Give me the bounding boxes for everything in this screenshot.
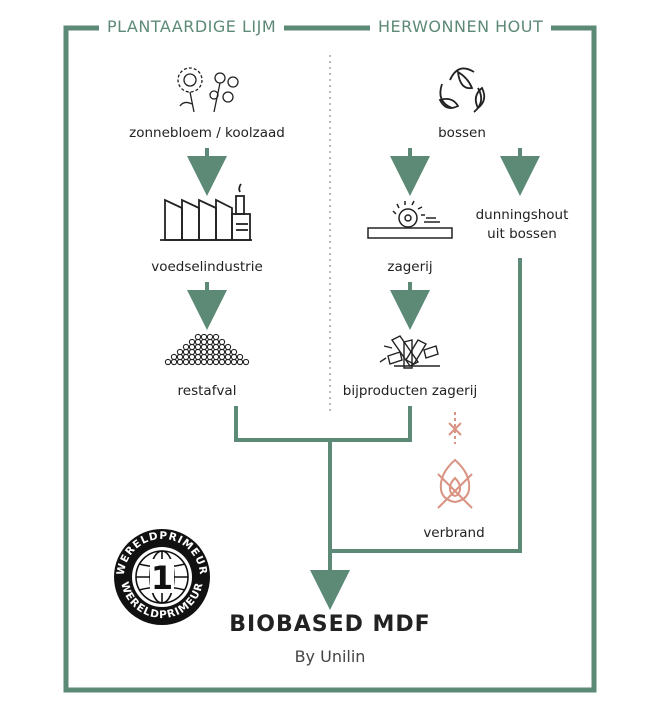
pile-pellet [200, 353, 208, 361]
pile-pellet [200, 338, 208, 346]
pile-pellet [194, 348, 202, 356]
pile-pellet [206, 353, 214, 361]
pile-pellet [200, 348, 208, 356]
label-forests: bossen [438, 125, 486, 141]
factory-icon [160, 183, 252, 241]
pile-pellet [242, 358, 250, 366]
pile-pellet [212, 343, 220, 351]
pile-pellet [194, 343, 202, 351]
pile-pellet [194, 358, 202, 366]
pile-pellet [170, 353, 178, 361]
pile-pellet [224, 353, 232, 361]
recycle-forest-icon [438, 67, 486, 113]
pile-pellet [188, 353, 196, 361]
pile-pellet [206, 333, 214, 341]
pile-pellet [170, 358, 178, 366]
pile-pellet [200, 333, 208, 341]
pile-pellet [206, 358, 214, 366]
pile-pellet [218, 343, 226, 351]
pile-pellet [194, 333, 202, 341]
pile-pellet [224, 358, 232, 366]
pile-pellet [188, 348, 196, 356]
label-sunflower: zonnebloem / koolzaad [129, 125, 285, 141]
pile-pellet [224, 343, 232, 351]
pile-pellet [236, 353, 244, 361]
pile-pellet [176, 348, 184, 356]
product-title: BIOBASED MDF [229, 612, 431, 637]
pile-pellet [230, 353, 238, 361]
badge-number: 1 [151, 559, 173, 597]
pile-pellet [236, 358, 244, 366]
pile-pellet [218, 353, 226, 361]
pile-pellet [212, 333, 220, 341]
pile-pellet [194, 338, 202, 346]
saw-icon [367, 200, 453, 239]
pile-pellet [212, 338, 220, 346]
pile-pellet [182, 353, 190, 361]
pile-pellet [182, 348, 190, 356]
pile-pellet [230, 348, 238, 356]
label-burn: verbrand [423, 525, 485, 541]
pile-pellet [218, 358, 226, 366]
pile-pellet [212, 358, 220, 366]
pile-pellet [212, 353, 220, 361]
pile-pellet [188, 358, 196, 366]
flow-connectors [187, 148, 540, 610]
pile-pellet [164, 358, 172, 366]
pile-pellet [182, 343, 190, 351]
product-subtitle: By Unilin [294, 647, 366, 666]
pile-pellet [218, 338, 226, 346]
pile-pellet [206, 343, 214, 351]
label-sawmill-byproducts: bijproducten zagerij [342, 383, 478, 399]
header-recycled-wood: HERWONNEN HOUT [370, 17, 552, 36]
label-residue: restafval [177, 383, 237, 399]
pile-pellet [200, 343, 208, 351]
world-premiere-badge: WERELDPRIMEUR WERELDPRIMEUR 1 [114, 529, 210, 625]
pile-pellet [176, 358, 184, 366]
header-plant-glue: PLANTAARDIGE LIJM [99, 17, 285, 36]
pile-pellet [212, 348, 220, 356]
sunflower-icon [177, 67, 239, 113]
pile-pellet [206, 338, 214, 346]
pile-pellet [230, 358, 238, 366]
pile-pellet [194, 353, 202, 361]
outer-frame [63, 25, 597, 693]
blocked-arrow-icon [448, 412, 462, 444]
pile-pellet [176, 353, 184, 361]
residue-pile-icon [164, 333, 250, 366]
pile-pellet [188, 343, 196, 351]
pile-pellet [206, 348, 214, 356]
pile-pellet [188, 338, 196, 346]
wood-chips-icon [379, 335, 440, 369]
label-sawmill: zagerij [387, 259, 433, 275]
crossed-fire-icon [437, 458, 473, 509]
pile-pellet [200, 358, 208, 366]
label-food-industry: voedselindustrie [151, 259, 263, 275]
label-thinning-wood: dunningshout uit bossen [475, 207, 569, 242]
pile-pellet [218, 348, 226, 356]
pile-pellet [182, 358, 190, 366]
pile-pellet [224, 348, 232, 356]
